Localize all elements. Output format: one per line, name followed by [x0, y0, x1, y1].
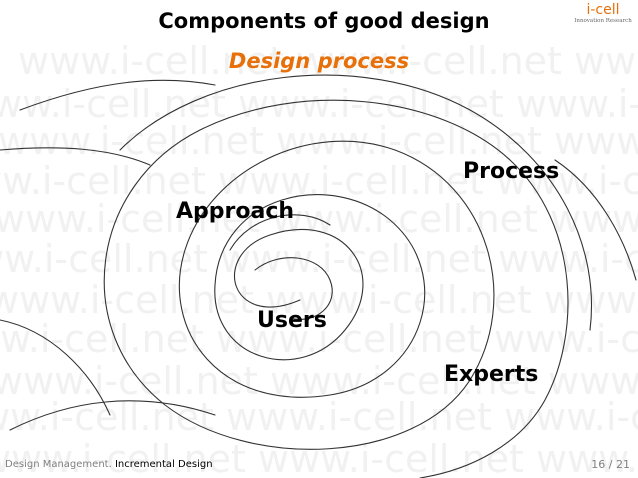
watermark-text: www.i-cell.net www.i-cell.net www.i-cell… [0, 395, 638, 439]
word-process: Process [463, 159, 560, 184]
slide-subtitle: Design process [228, 49, 410, 73]
spiral-lower-left-sweep [0, 319, 111, 416]
spiral-middle-loop [178, 140, 426, 398]
spiral-upper-left-sweep [19, 79, 216, 111]
watermark-text: www.i-cell.net www.i-cell.net www.i-cell… [0, 159, 638, 203]
word-users: Users [257, 308, 327, 333]
slide-title: Components of good design [158, 9, 490, 33]
spiral-outer-loop [103, 99, 511, 450]
i-cell-logo: i-cell Innovation Research [572, 3, 634, 29]
footer-course: Design Management. [5, 459, 112, 470]
logo-tagline: Innovation Research [574, 18, 632, 24]
watermark-text: www.i-cell.net www.i-cell.net www.i-cell… [0, 237, 638, 281]
watermark-text: www.i-cell.net www.i-cell.net www.i-cell… [0, 119, 638, 163]
spiral-top-arc [119, 74, 593, 331]
footer-topic: Incremental Design [114, 459, 213, 470]
watermark-text: www.i-cell.net www.i-cell.net www.i-cell… [0, 82, 638, 126]
watermark-text: www.i-cell.net www.i-cell.net www.i-cell… [0, 359, 638, 403]
watermark-text: www.i-cell.net www.i-cell.net www.i-cell… [18, 39, 638, 83]
spiral-center-curl [229, 214, 331, 251]
spiral-bottom-left-sweep [9, 400, 216, 431]
watermark-text: www.i-cell.net www.i-cell.net www.i-cell… [0, 437, 638, 478]
word-experts: Experts [444, 362, 539, 387]
watermark-text: www.i-cell.net www.i-cell.net www.i-cell… [0, 278, 638, 322]
word-approach: Approach [176, 199, 295, 224]
spiral-long-tail [419, 159, 569, 478]
spiral-inner-loop [214, 229, 364, 361]
page-number: 16 / 21 [591, 458, 630, 471]
footer-caption: Design Management. Incremental Design [5, 459, 213, 470]
spiral-right-sweep [554, 159, 637, 281]
logo-name: i-cell [586, 2, 620, 18]
spiral-inner-cross [254, 257, 333, 320]
spiral-left-sweep [0, 147, 151, 166]
